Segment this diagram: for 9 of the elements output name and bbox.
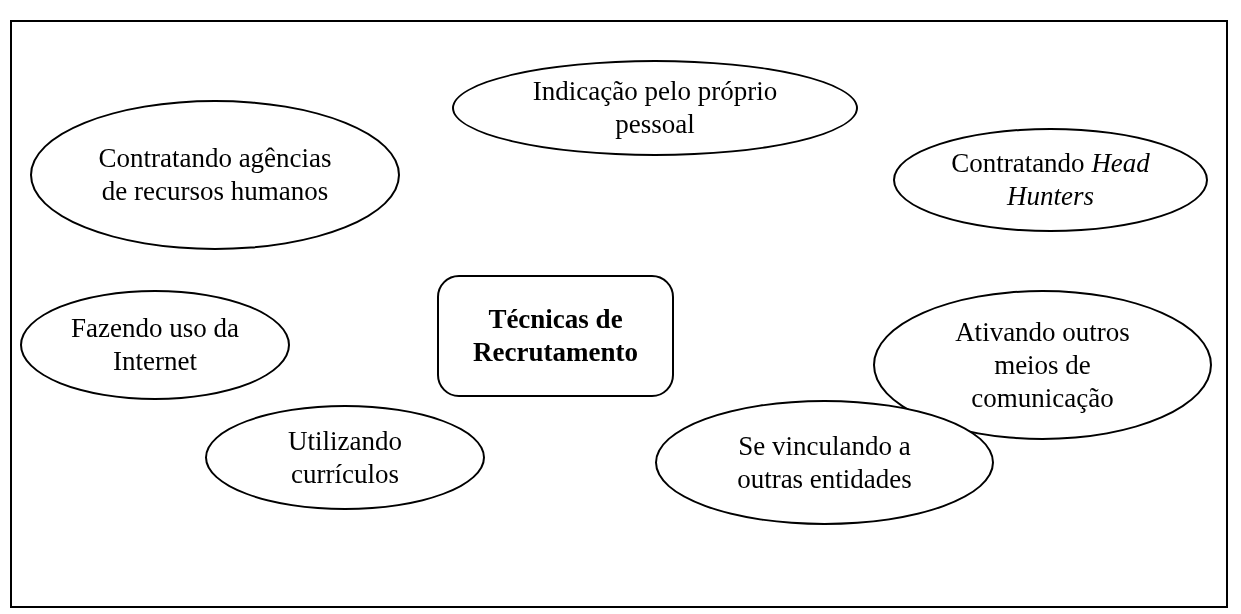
node-text: Ativando outros meios de comunicação: [954, 315, 1131, 415]
node-text: Contratando agências de recursos humanos: [97, 142, 333, 208]
node-text: Contratando Head Hunters: [950, 147, 1151, 213]
node-text: Técnicas de Recrutamento: [472, 303, 639, 369]
node-text: Fazendo uso da Internet: [70, 312, 240, 378]
node-text: Indicação pelo próprio pessoal: [531, 75, 779, 141]
node-text: Se vinculando a outras entidades: [736, 429, 913, 496]
central-box: [437, 275, 674, 397]
node-text: Utilizando currículos: [287, 424, 403, 491]
